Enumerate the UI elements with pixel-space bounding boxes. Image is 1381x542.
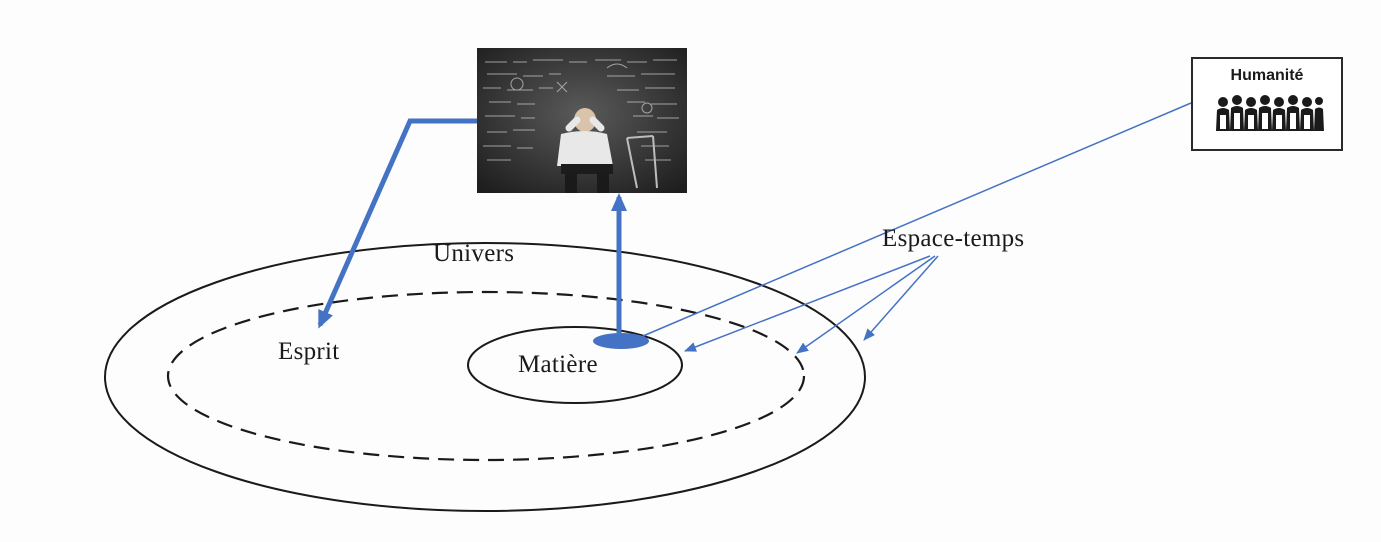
espace-temps-arrow-univers [863, 255, 939, 341]
crowd-icon [1216, 95, 1324, 131]
photo-to-esprit-arrow [317, 118, 477, 329]
person-at-blackboard-photo [477, 48, 687, 193]
espace-temps-arrow-matiere [684, 255, 931, 352]
humanite-connector-line [642, 102, 1192, 337]
espace-temps-label: Espace-temps [882, 225, 1025, 252]
matiere-dot [593, 333, 649, 349]
matiere-label: Matière [518, 351, 598, 378]
humanite-label: Humanité [1230, 67, 1304, 84]
esprit-dashed-ellipse [166, 290, 806, 462]
univers-label: Univers [433, 240, 515, 267]
esprit-label: Esprit [278, 338, 340, 365]
espace-temps-arrow-esprit [796, 255, 936, 354]
univers-ellipse [104, 242, 866, 512]
humanite-box: Humanité [1191, 57, 1343, 151]
matiere-ellipse [467, 326, 683, 404]
